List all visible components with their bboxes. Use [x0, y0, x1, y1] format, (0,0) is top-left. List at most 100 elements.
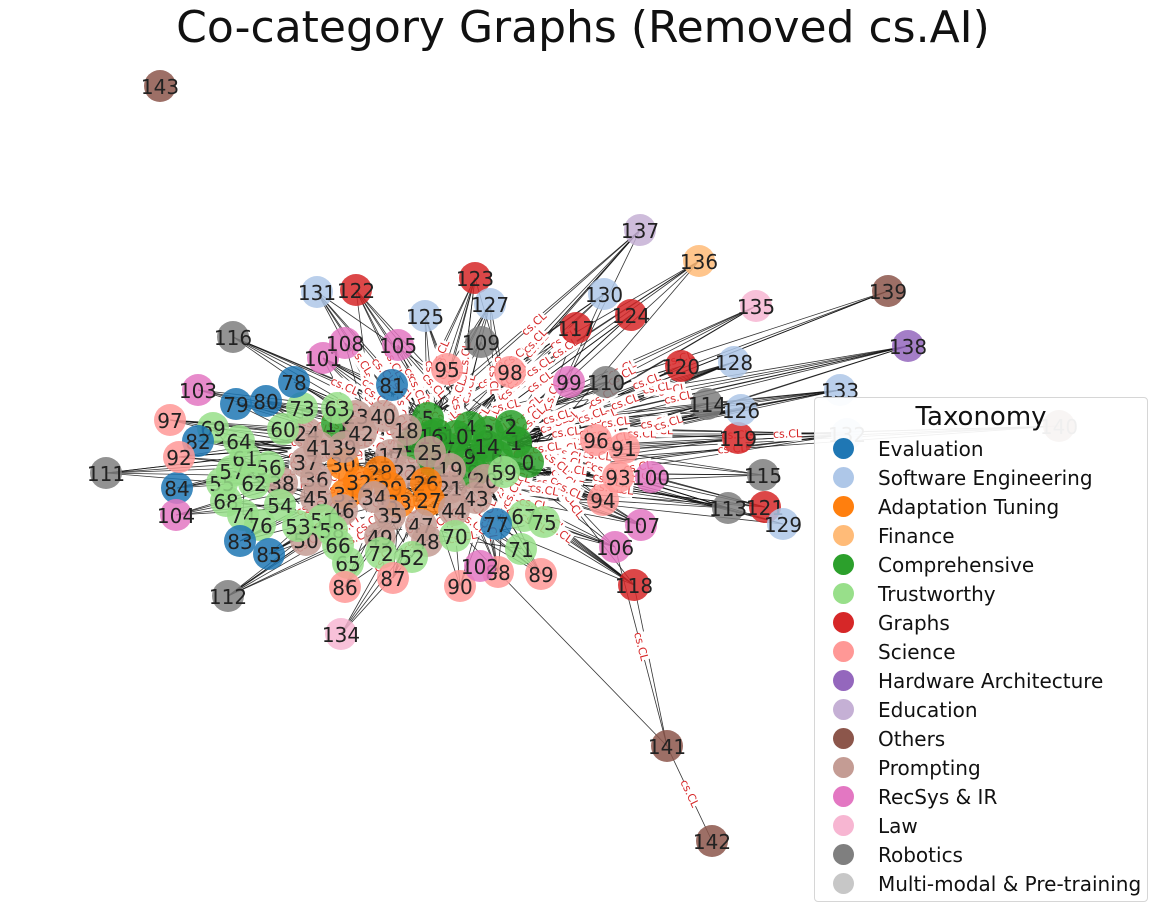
- graph-node: 98: [494, 356, 526, 388]
- node-label: 118: [615, 574, 653, 598]
- node-label: 41: [306, 436, 331, 460]
- node-circle: [635, 461, 667, 493]
- legend-label: Hardware Architecture: [878, 668, 1104, 693]
- node-label: 63: [324, 397, 349, 421]
- node-circle: [438, 494, 470, 526]
- legend-item: RecSys & IR: [815, 782, 1147, 811]
- node-label: 120: [662, 355, 700, 379]
- node-circle: [722, 422, 754, 454]
- node-label: 100: [632, 466, 670, 490]
- node-circle: [217, 321, 249, 353]
- legend-swatch: [833, 670, 854, 691]
- node-label: 83: [227, 530, 252, 554]
- edge-label: cs.CL: [677, 778, 702, 811]
- node-label: 130: [585, 283, 623, 307]
- node-label: 70: [442, 525, 467, 549]
- node-circle: [525, 558, 557, 590]
- node-circle: [329, 327, 361, 359]
- node-label: 89: [528, 563, 553, 587]
- legend-label: Multi-modal & Pre-training: [878, 871, 1142, 896]
- node-label: 116: [214, 326, 252, 350]
- legend-item: Prompting: [815, 753, 1147, 782]
- node-circle: [160, 499, 192, 531]
- legend-swatch: [833, 815, 854, 836]
- node-label: 59: [491, 461, 516, 485]
- node-circle: [464, 550, 496, 582]
- legend-swatch: [833, 554, 854, 575]
- node-label: 71: [508, 538, 533, 562]
- graph-node: 126: [722, 394, 760, 426]
- node-label: 64: [226, 430, 251, 454]
- node-circle: [182, 374, 214, 406]
- graph-node: 114: [688, 388, 726, 420]
- node-circle: [712, 492, 744, 524]
- node-label: 129: [764, 513, 802, 537]
- node-circle: [382, 329, 414, 361]
- edge-label-bg: [773, 426, 802, 442]
- legend-swatch: [833, 786, 854, 807]
- graph-node: 73: [286, 392, 318, 424]
- node-circle: [223, 425, 255, 457]
- edge-label-bg: [529, 480, 559, 500]
- edge-label: cs.CL: [600, 414, 632, 431]
- node-label: 81: [379, 374, 404, 398]
- node-label: 143: [141, 75, 179, 99]
- graph-node: 137: [621, 214, 659, 246]
- graph-node: 139: [869, 275, 907, 307]
- graph-node: 105: [379, 329, 417, 361]
- legend-swatch: [833, 873, 854, 894]
- node-label: 139: [869, 280, 907, 304]
- node-label: 141: [648, 735, 686, 759]
- node-label: 95: [434, 358, 459, 382]
- node-circle: [872, 275, 904, 307]
- node-circle: [267, 413, 299, 445]
- node-circle: [494, 356, 526, 388]
- node-circle: [718, 346, 750, 378]
- node-label: 77: [483, 513, 508, 537]
- node-circle: [325, 618, 357, 650]
- graph-node: 64: [223, 425, 255, 457]
- graph-node: 136: [680, 245, 718, 277]
- edge-label-bg: [553, 478, 585, 503]
- node-circle: [892, 330, 924, 362]
- node-circle: [665, 350, 697, 382]
- node-circle: [396, 541, 428, 573]
- node-circle: [528, 506, 560, 538]
- legend-swatch: [833, 757, 854, 778]
- node-circle: [376, 369, 408, 401]
- graph-node: 42: [345, 417, 377, 449]
- node-label: 128: [715, 351, 753, 375]
- edge-label-bg: [523, 352, 556, 381]
- graph-node: 25: [414, 436, 446, 468]
- graph-node: 62: [238, 467, 270, 499]
- edge-label-bg: [328, 374, 361, 399]
- graph-node: 123: [456, 262, 494, 294]
- legend-item: Multi-modal & Pre-training: [815, 869, 1147, 898]
- legend-label: Law: [878, 813, 918, 838]
- graph-node: 96: [580, 424, 612, 456]
- node-circle: [212, 580, 244, 612]
- node-circle: [224, 525, 256, 557]
- edge-label-bg: [551, 423, 581, 442]
- graph-node: 99: [553, 366, 585, 398]
- legend-item: Law: [815, 811, 1147, 840]
- legend-label: Science: [878, 639, 956, 664]
- node-circle: [587, 484, 619, 516]
- graph-node: 120: [662, 350, 700, 382]
- node-label: 134: [322, 623, 360, 647]
- node-label: 106: [596, 536, 634, 560]
- legend-item: Graphs: [815, 608, 1147, 637]
- graph-node: 141: [648, 730, 686, 762]
- node-label: 60: [270, 418, 295, 442]
- node-circle: [163, 441, 195, 473]
- node-label: 42: [348, 422, 373, 446]
- node-circle: [580, 424, 612, 456]
- graph-edge: [484, 433, 848, 481]
- node-label: 102: [461, 555, 499, 579]
- legend-item: Education: [815, 695, 1147, 724]
- graph-node: 70: [439, 520, 471, 552]
- graph-node: 90: [444, 570, 476, 602]
- node-label: 131: [298, 281, 336, 305]
- node-label: 2: [505, 415, 518, 439]
- legend-label: Graphs: [878, 610, 950, 635]
